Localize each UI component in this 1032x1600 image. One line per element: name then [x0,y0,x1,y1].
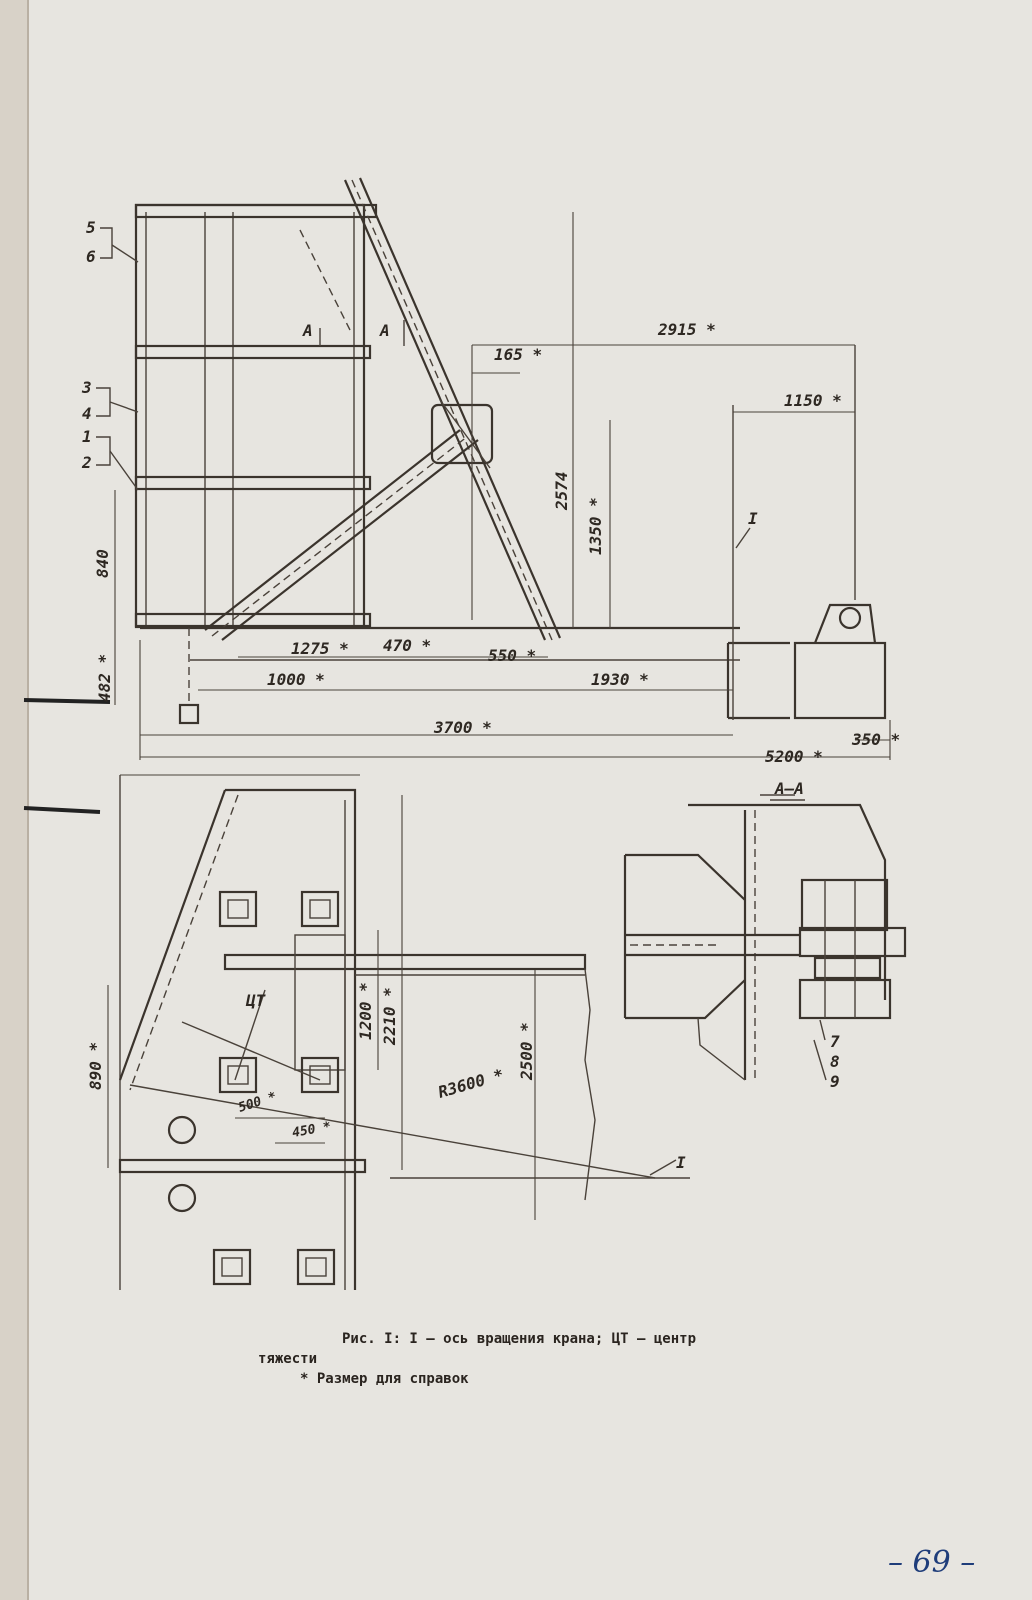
dim-2915: 2915 * [657,320,716,339]
mounting-hole [167,1183,197,1213]
radius-r3600: R3600 * [436,1065,506,1102]
mounting-hole [167,1115,197,1145]
section-a-a [623,794,907,1081]
binding-mark [23,698,111,704]
dim-2574: 2574 [552,471,571,511]
page-number: – 69 – [888,1545,975,1580]
plan-view [107,774,690,1290]
dim-1200: 1200 * [356,982,375,1040]
beam-upper [134,344,372,360]
support-block [793,641,887,720]
washer [798,926,907,958]
part-label-6: 6 [86,247,96,266]
section-mark-a-right: A [379,321,390,340]
part-label-3: 3 [81,378,92,397]
frame-outline [134,203,366,629]
beam-top [134,203,378,219]
dim-1350: 1350 * [586,497,605,555]
bolt-plate [218,890,258,928]
axis-label-top: I [748,509,758,528]
anchor-bolt [178,703,200,725]
nut-bottom [798,978,892,1020]
dim-2210: 2210 * [380,987,399,1046]
dim-350: 350 * [851,730,900,749]
part-label-8: 8 [830,1052,840,1071]
page-binding-edge [0,0,28,1600]
dim-482: 482 * [95,654,114,702]
plan-inner-box [294,934,346,1071]
dim-2500: 2500 * [517,1022,536,1081]
dim-1275: 1275 * [291,639,349,658]
bolt-plate [300,890,340,928]
binding-mark [23,806,101,814]
boom-chord [343,179,547,641]
nut-top [800,878,889,932]
center-of-gravity-label: ЦТ [245,991,267,1010]
rotation-hub [430,403,494,465]
section-title: A–A [774,779,804,798]
dim-890: 890 * [86,1042,105,1090]
radius-line [129,1084,656,1179]
dim-165: 165 * [494,345,542,364]
brace [204,429,461,631]
dim-500: 500 * [237,1089,279,1115]
beam-bottom [134,612,372,628]
beam-middle [134,475,372,491]
plan-frame-outline [225,788,357,1290]
dim-5200: 5200 * [765,747,823,766]
bolt-plate [218,1056,258,1094]
plan-beam [223,953,587,971]
bolt-plate [300,1056,340,1094]
dim-1000: 1000 * [267,670,325,689]
plan-lower-beam [118,1158,367,1174]
dim-1930: 1930 * [591,670,649,689]
plan-diagonal-brace [118,789,227,1081]
part-label-2: 2 [81,453,92,472]
dim-550: 550 * [488,646,536,665]
bolt-plate [212,1248,252,1286]
part-label-7: 7 [830,1032,840,1051]
lifting-eye [838,606,862,630]
dim-470: 470 * [383,636,431,655]
part-label-9: 9 [830,1072,840,1091]
elevation-view [114,177,891,760]
dim-450: 450 * [291,1119,332,1141]
dim-1150: 1150 * [784,391,842,410]
part-label-5: 5 [86,218,96,237]
dim-840: 840 [93,549,112,578]
bolt-plate [296,1248,336,1286]
caption-footnote: * Размер для справок [300,1371,469,1387]
caption-line-2: тяжести [258,1351,317,1367]
section-mark-a-left: A [302,321,313,340]
part-label-4: 4 [82,404,92,423]
dim-3700: 3700 * [433,718,492,737]
caption-line-1: Рис. I: I – ось вращения крана; ЦТ – цен… [342,1331,696,1347]
part-label-1: 1 [82,427,92,446]
axis-label-bottom: I [676,1153,686,1172]
